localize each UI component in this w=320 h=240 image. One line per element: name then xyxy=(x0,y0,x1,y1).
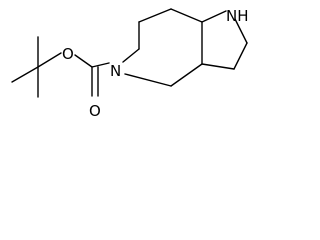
bond-ether-o-to-carbonyl xyxy=(74,54,93,68)
ring-nitrogen-label: N xyxy=(110,62,121,80)
bond-c7a-to-nh xyxy=(201,10,227,23)
bond-c7-to-c8 xyxy=(138,8,172,23)
bond-tbutyl-methyl-left xyxy=(11,66,39,83)
bond-c3a-to-c4 xyxy=(170,63,203,87)
bond-carbonyl-to-n xyxy=(91,62,110,68)
molecule-svg: O O N NH xyxy=(11,7,249,120)
carbonyl-oxygen-label: O xyxy=(89,102,101,120)
bond-c4-to-n xyxy=(124,73,172,87)
bond-c2-to-c3 xyxy=(233,42,248,70)
bond-nh-to-c2 xyxy=(234,18,248,44)
bond-layer xyxy=(11,8,248,98)
molecule-canvas: O O N NH xyxy=(11,7,249,120)
amine-nh-label: NH xyxy=(226,7,249,25)
bond-tbutyl-to-ether-o xyxy=(37,52,62,68)
ether-oxygen-label: O xyxy=(62,45,74,63)
bond-c3-to-c3a xyxy=(201,63,235,70)
bond-n-to-c6 xyxy=(122,48,140,63)
bond-c8-to-c9 xyxy=(170,8,203,23)
